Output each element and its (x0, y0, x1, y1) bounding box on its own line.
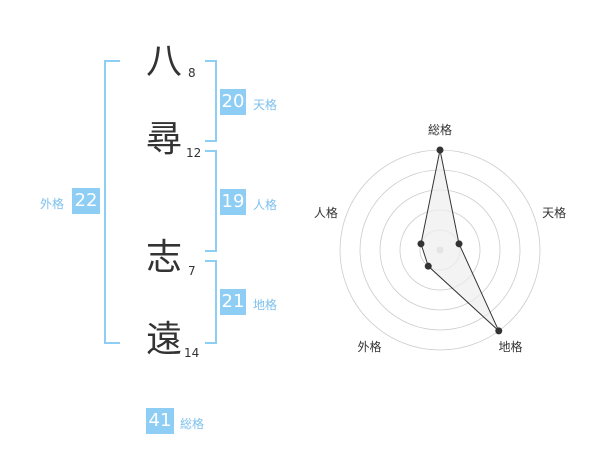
name-char-2: 尋 (146, 119, 183, 160)
chikaku-bracket (205, 260, 217, 344)
soukaku-value: 41 (146, 408, 174, 434)
tenkaku-value: 20 (220, 89, 246, 115)
chikaku-value: 21 (220, 289, 246, 315)
stroke-count-2: 12 (186, 146, 202, 160)
gaikaku-bracket (104, 60, 120, 344)
jinkaku-label: 人格 (253, 198, 278, 212)
radar-point-3 (495, 327, 503, 335)
stroke-count-1: 8 (188, 66, 196, 80)
stroke-count-3: 7 (188, 264, 196, 278)
radar-point-2 (455, 240, 463, 248)
soukaku-label: 総格 (180, 417, 205, 431)
radar-axis-label-1: 総格 (428, 122, 452, 137)
jinkaku-bracket (205, 150, 217, 252)
radar-axis-label-3: 地格 (499, 339, 523, 354)
jinkaku-value: 19 (220, 189, 246, 215)
gaikaku-label: 外格 (40, 197, 65, 211)
radar-point-4 (424, 262, 432, 270)
name-char-3: 志 (146, 237, 183, 278)
tenkaku-label: 天格 (253, 98, 278, 112)
radar-point-1 (436, 146, 444, 154)
name-char-1: 八 (146, 41, 183, 82)
gaikaku-value: 22 (72, 188, 100, 214)
radar-axis-label-5: 人格 (314, 205, 338, 220)
radar-point-5 (417, 240, 425, 248)
radar-axis-label-4: 外格 (357, 339, 381, 354)
name-char-4: 遠 (146, 319, 183, 360)
chikaku-label: 地格 (253, 298, 278, 312)
radar-value-polygon (420, 149, 500, 332)
stroke-count-4: 14 (184, 346, 200, 360)
radar-axis-label-2: 天格 (542, 205, 566, 220)
tenkaku-bracket (205, 60, 217, 142)
